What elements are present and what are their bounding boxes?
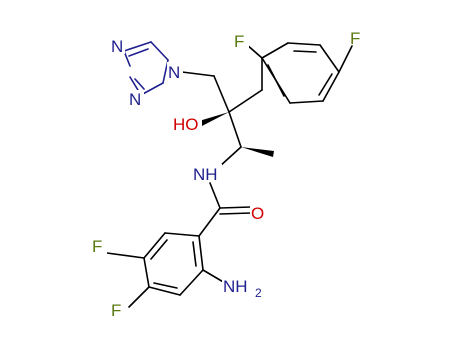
n-triazole-right-label: N	[168, 63, 180, 82]
aminobenzene-ring	[106, 232, 226, 308]
amine-nh-label: NH	[223, 277, 248, 296]
f-bottom-upper-label: F	[92, 237, 102, 256]
f-bottom-lower-bg	[110, 299, 126, 317]
n-triazole-top-bg	[110, 36, 125, 54]
amide-nh-bg	[192, 164, 222, 182]
n-triazole-left-label: N	[129, 90, 141, 109]
amine-bg	[222, 276, 268, 298]
main-chain	[181, 57, 274, 237]
f-top-right-label: F	[350, 29, 360, 48]
f-top-left-label: F	[234, 32, 244, 51]
hydroxyl-wedge	[199, 112, 229, 127]
f-top-left-bg	[233, 32, 249, 50]
carbonyl-o-bg	[250, 203, 267, 221]
amine-subscript: 2	[255, 286, 262, 300]
f-top-right-bg	[349, 27, 365, 45]
f-bottom-upper-bg	[91, 237, 107, 255]
amide-nh-label: NH	[193, 165, 218, 184]
n-triazole-top-label: N	[111, 37, 123, 56]
n-triazole-right-bg	[167, 62, 183, 80]
f-bottom-lower-label: F	[111, 301, 121, 320]
hydroxyl-bg	[172, 113, 202, 131]
triazole-ring	[123, 41, 169, 96]
n-triazole-left-bg	[128, 90, 144, 108]
carbonyl-o-label: O	[251, 204, 264, 223]
hydroxyl-label: HO	[173, 115, 199, 134]
